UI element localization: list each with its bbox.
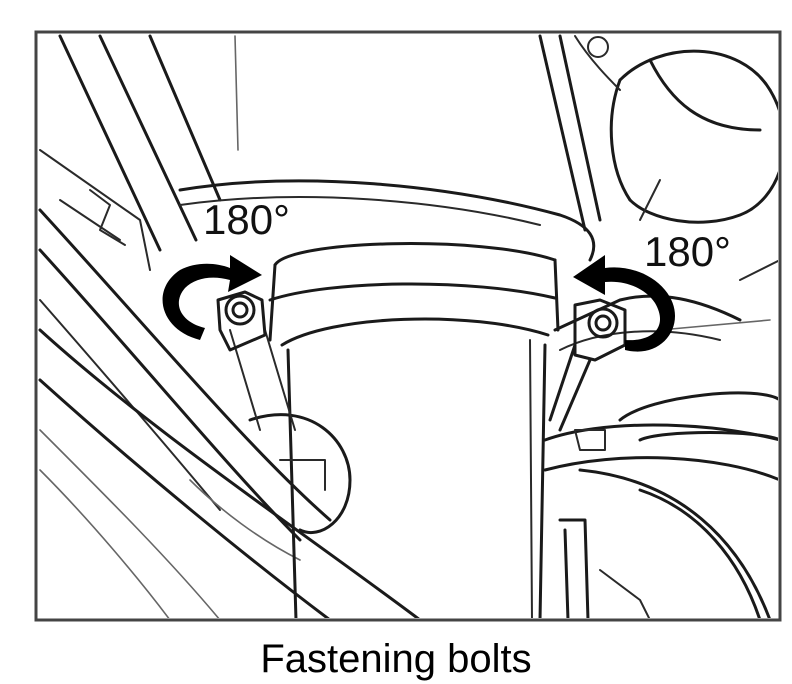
right-rotation-arrow-icon [573, 255, 676, 352]
figure-caption: Fastening bolts [260, 637, 531, 681]
top-bracket [178, 179, 596, 262]
right-bolt [548, 298, 627, 432]
left-angle-label: 180° [203, 196, 290, 243]
diagram-frame [34, 30, 782, 622]
right-arm [543, 259, 778, 618]
left-panel [38, 34, 420, 618]
left-bolt [216, 290, 267, 352]
right-angle-label: 180° [644, 228, 731, 275]
column [234, 34, 602, 232]
strut-tube [268, 242, 560, 618]
upper-right-cylinder [574, 35, 778, 224]
lower-knuckle [229, 329, 352, 534]
left-rotation-arrow-icon [162, 255, 262, 340]
